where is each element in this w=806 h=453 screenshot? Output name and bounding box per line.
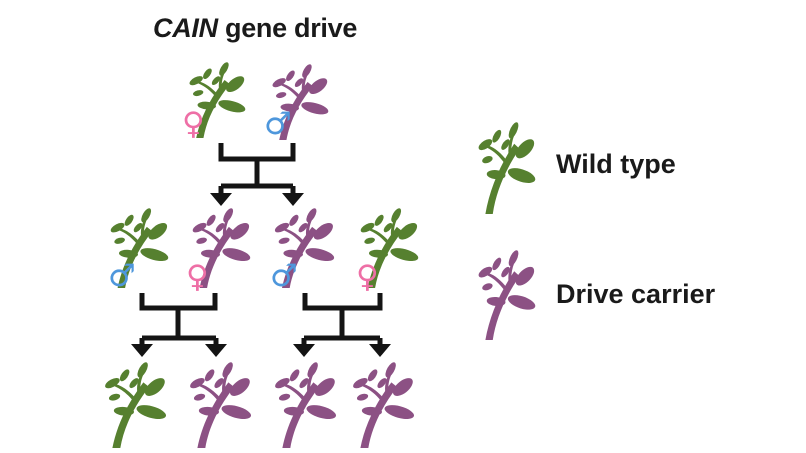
gen3-plant-drive [183,362,255,448]
legend-label-drive-carrier: Drive carrier [556,279,716,309]
cross-connector-gen2-right [293,293,391,357]
gen2-plant-drive-male: ♂ [268,208,338,292]
wild-type-plant-icon [477,122,537,214]
down-arrow-icon [369,344,391,357]
drive-carrier-plant-icon [188,362,253,448]
gen2-plant-wild-male: ♂ [104,208,172,292]
drive-carrier-plant-icon [273,362,338,448]
down-arrow-icon [131,344,153,357]
female-symbol: ♀ [356,259,379,295]
cross-connector-gen1 [210,143,304,206]
gen3-plant-wild [98,362,170,448]
gen2-plant-wild-female: ♀ [354,208,422,293]
gene-name-text: CAIN [153,13,218,43]
gen2-plant-drive-female: ♀ [186,208,254,293]
legend-drive-carrier-plant [472,250,539,340]
gen3-plant-drive [268,362,340,448]
gen1-plant-wild-female: ♀ [182,62,249,142]
legend-label-wild-type: Wild type [556,149,676,179]
page-title: CAIN gene drive [153,13,357,44]
gen3-plant-drive [346,362,418,448]
down-arrow-icon [282,193,304,206]
down-arrow-icon [293,344,315,357]
drive-carrier-plant-icon [477,250,537,340]
down-arrow-icon [205,344,227,357]
male-symbol: ♂ [264,106,292,142]
drive-carrier-plant-icon [351,362,416,448]
wild-type-plant-icon [103,362,168,448]
cross-connector-gen2-left [131,293,227,357]
gen1-plant-drive-male: ♂ [264,64,332,142]
female-symbol: ♀ [186,259,209,295]
male-symbol: ♂ [270,258,298,294]
down-arrow-icon [210,193,232,206]
male-symbol: ♂ [108,258,136,294]
title-rest-text: gene drive [217,13,358,43]
legend-wild-type-plant [472,122,539,214]
female-symbol: ♀ [182,106,205,142]
